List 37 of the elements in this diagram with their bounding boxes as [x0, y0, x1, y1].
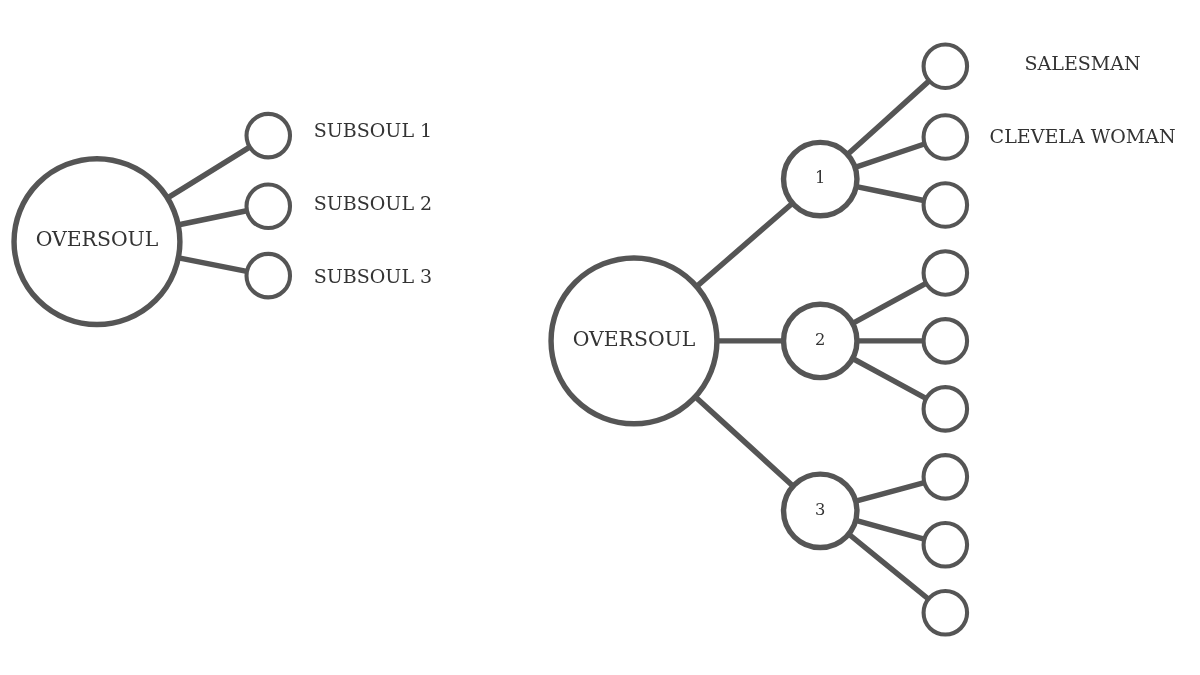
connector — [851, 356, 928, 401]
node-label: SALESMAN — [1024, 51, 1141, 74]
connector — [846, 78, 931, 157]
connector — [851, 281, 928, 326]
connector — [693, 395, 795, 488]
node-label: SUBSOUL 1 — [313, 118, 433, 141]
connector — [847, 532, 931, 602]
node-circle: 1 — [780, 139, 860, 219]
node-circle — [921, 317, 970, 365]
connector — [857, 338, 924, 344]
connector — [178, 255, 248, 275]
node-circle — [921, 113, 970, 161]
connector — [166, 144, 252, 201]
node-circle — [921, 521, 970, 569]
node-circle — [921, 181, 970, 229]
node-circle — [921, 453, 970, 501]
connector — [717, 338, 784, 344]
node-circle: 2 — [780, 301, 860, 381]
node-circle: OVERSOUL — [548, 255, 720, 427]
node-circle — [244, 111, 293, 160]
connector — [854, 141, 926, 170]
node-circle — [921, 385, 970, 433]
node-circle — [244, 182, 293, 231]
node-label: SUBSOUL 2 — [313, 191, 433, 214]
node-circle: 3 — [780, 471, 860, 551]
node-circle — [921, 42, 970, 91]
node-circle — [921, 589, 970, 637]
connector — [855, 183, 925, 204]
connector — [855, 479, 925, 504]
node-label: SUBSOUL 3 — [313, 265, 433, 288]
node-circle: OVERSOUL — [11, 156, 183, 328]
node-circle — [244, 251, 293, 300]
connector — [178, 208, 248, 228]
node-label: CLEVELA WOMAN — [989, 125, 1176, 148]
node-circle — [921, 249, 970, 297]
connector — [695, 201, 794, 289]
connector — [855, 517, 925, 542]
